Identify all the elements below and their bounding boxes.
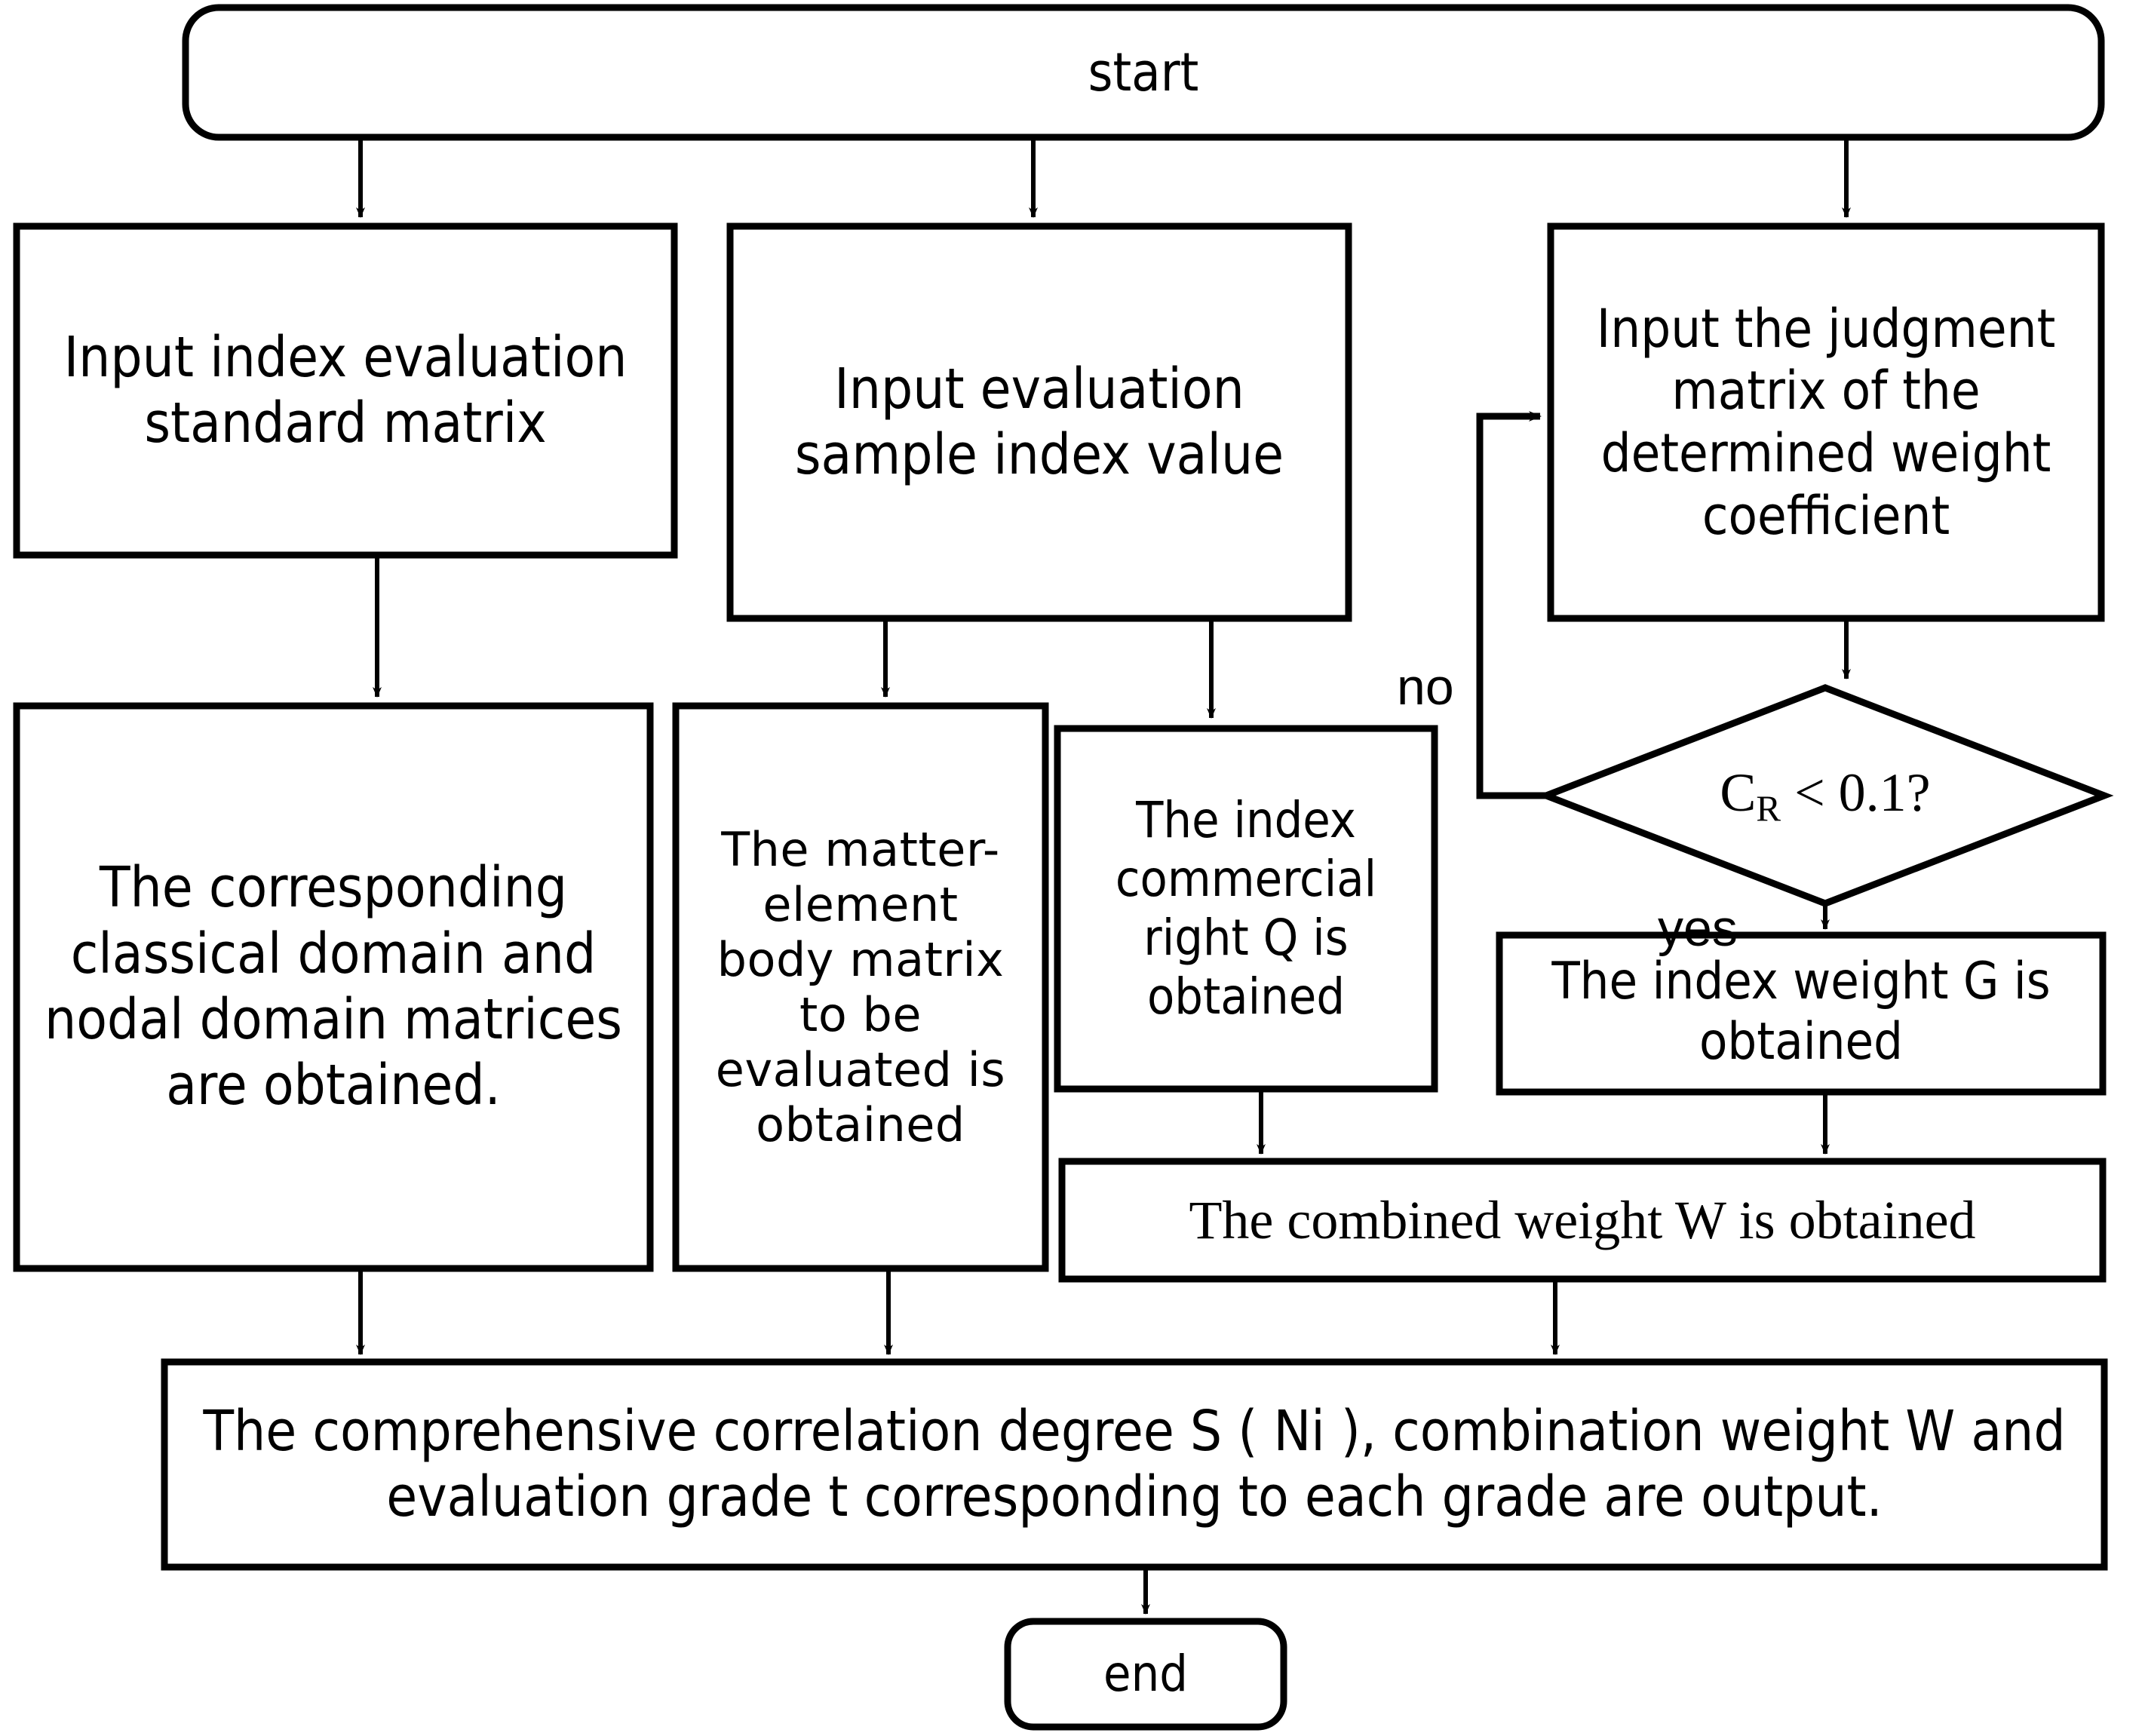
node-input-judgment-matrix-shape [1547, 222, 2105, 622]
node-end-shape [1004, 1618, 1287, 1731]
node-index-weight-g-shape [1496, 931, 2107, 1096]
node-matter-element-matrix-shape [672, 702, 1049, 1272]
node-classical-nodal-domain-shape [13, 702, 654, 1272]
node-combined-weight-w-shape [1058, 1158, 2107, 1283]
node-index-commercial-right-shape [1054, 725, 1438, 1093]
node-start-shape [182, 4, 2105, 141]
edge-decision-no-loop-to-judgment-matrix [1476, 411, 1546, 799]
node-input-standard-matrix-shape [13, 222, 678, 559]
node-input-sample-index-shape [726, 222, 1352, 622]
node-output-results-shape [161, 1358, 2108, 1571]
node-decision-cr-shape [1536, 684, 2114, 907]
